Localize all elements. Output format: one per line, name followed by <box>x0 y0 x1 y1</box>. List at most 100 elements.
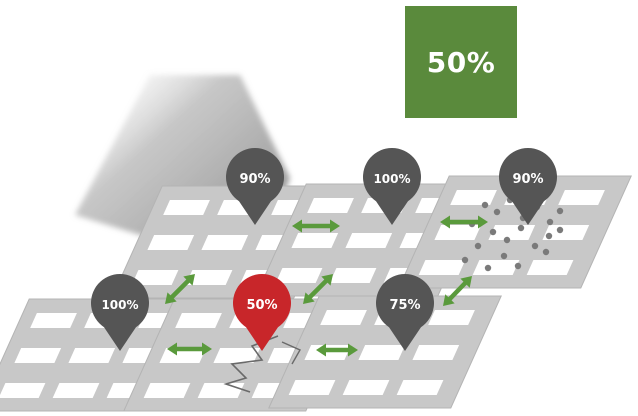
tile-window <box>434 225 482 240</box>
arrow-head <box>165 292 177 304</box>
tile-window <box>14 348 62 363</box>
tile-window <box>68 348 116 363</box>
node-pin: 100% <box>362 147 421 225</box>
tile-window <box>30 313 77 328</box>
arrow-head <box>443 294 455 306</box>
tile-window <box>329 268 377 283</box>
debris-dot <box>546 218 554 226</box>
node-pin: 100% <box>90 273 149 351</box>
pin-label: 100% <box>101 298 138 312</box>
tiles-layer <box>0 175 632 412</box>
tile-window <box>558 190 605 205</box>
tile-window <box>275 268 323 283</box>
tile-window <box>147 235 195 250</box>
tile-window <box>159 348 207 363</box>
node-pin: 75% <box>376 273 434 351</box>
tile-window <box>345 233 393 248</box>
pin-label: 90% <box>512 172 543 187</box>
arrow-head <box>460 276 472 288</box>
arrows-layer <box>165 215 488 357</box>
debris-dot <box>503 236 511 244</box>
arrow-shaft <box>445 278 470 304</box>
double-arrow <box>292 219 340 233</box>
arrow-head <box>316 343 326 357</box>
arrow-head <box>348 343 358 357</box>
tile-window <box>291 233 339 248</box>
double-arrow <box>165 274 195 304</box>
pins-layer: 90% 100% 90% 100% 50% 75% <box>90 147 558 351</box>
debris-dot <box>517 224 525 232</box>
crack-branch <box>281 341 301 365</box>
headline-box: 50% <box>405 6 517 118</box>
tile-window <box>175 313 222 328</box>
headline-value: 50% <box>426 45 496 79</box>
tile-window <box>288 380 336 395</box>
tile-window <box>163 200 210 215</box>
arrow-head <box>202 342 212 356</box>
pin-label: 75% <box>389 298 420 313</box>
crack-line <box>223 335 279 393</box>
tile-window <box>201 235 249 250</box>
tile-windows <box>418 190 605 275</box>
debris-dot <box>556 207 564 215</box>
pin-marker <box>232 273 291 351</box>
tile-window <box>526 260 574 275</box>
arrow-head <box>440 215 450 229</box>
tile-window <box>304 345 352 360</box>
arrow-shaft <box>305 276 331 302</box>
decor-layer <box>223 196 564 393</box>
tile-window <box>428 310 475 325</box>
debris-dot <box>500 252 508 260</box>
node-pin: 90% <box>499 147 558 225</box>
tile-window <box>320 310 367 325</box>
debris-dot <box>545 232 553 240</box>
debris-dot <box>542 248 550 256</box>
node-pin: 50% <box>232 273 291 351</box>
debris-dot <box>493 208 501 216</box>
tile-window <box>396 380 444 395</box>
debris-dot <box>489 228 497 236</box>
debris-dot <box>481 201 489 209</box>
tile-window <box>143 383 191 398</box>
debris-dot <box>531 242 539 250</box>
tile-window <box>307 198 354 213</box>
tile-window <box>358 345 406 360</box>
tile-window <box>0 383 46 398</box>
arrow-shaft <box>167 276 193 302</box>
arrow-head <box>330 219 340 233</box>
debris-dot <box>461 256 469 264</box>
tile-window <box>197 383 245 398</box>
tile-window <box>131 270 179 285</box>
scattered-debris <box>461 196 564 272</box>
pin-label: 50% <box>246 298 277 313</box>
tile-window <box>52 383 100 398</box>
pin-marker <box>226 147 285 225</box>
arrow-head <box>183 274 195 286</box>
pin-label: 100% <box>373 172 410 186</box>
tile-window <box>412 345 460 360</box>
arrow-head <box>292 219 302 233</box>
pin-label: 90% <box>239 172 270 187</box>
arrow-head <box>321 274 333 286</box>
tile-window <box>542 225 590 240</box>
double-arrow <box>303 274 333 304</box>
tile-window <box>472 260 520 275</box>
double-arrow <box>167 342 212 356</box>
double-arrow <box>443 276 472 306</box>
tile-window <box>185 270 233 285</box>
debris-dot <box>556 226 564 234</box>
tile-window <box>418 260 466 275</box>
pin-marker <box>376 273 434 351</box>
double-arrow <box>316 343 358 357</box>
double-arrow <box>440 215 488 229</box>
arrow-head <box>303 292 315 304</box>
tile-window <box>450 190 497 205</box>
arrow-head <box>478 215 488 229</box>
debris-dot <box>484 264 492 272</box>
tile-window <box>213 348 261 363</box>
pin-marker <box>90 273 149 351</box>
pin-marker <box>362 147 421 225</box>
arrow-head <box>167 342 177 356</box>
